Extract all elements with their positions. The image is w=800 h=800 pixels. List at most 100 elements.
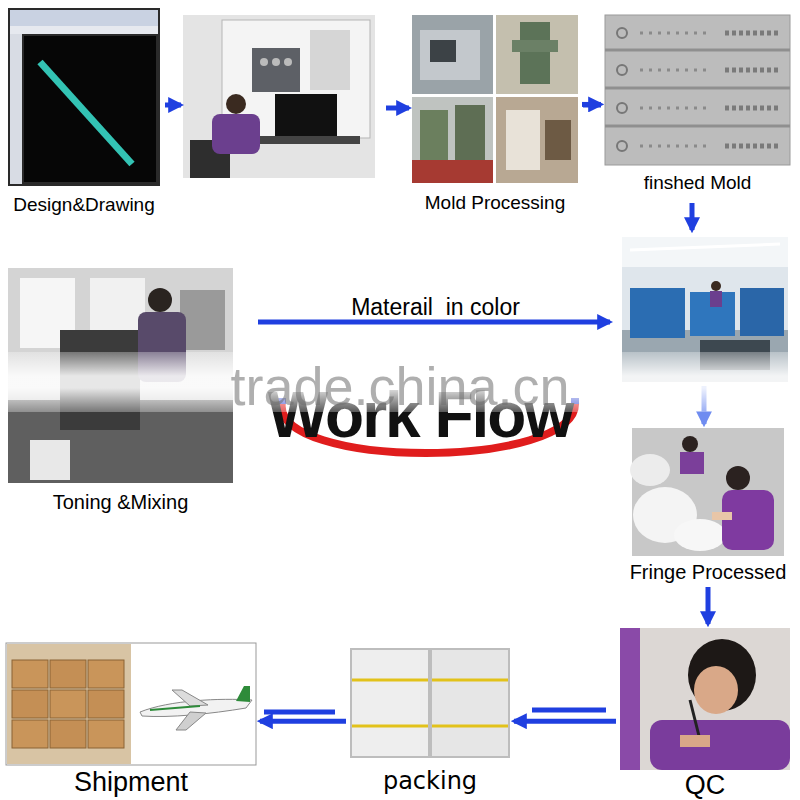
mold-processing-photo-part xyxy=(412,15,493,94)
fringe-photo-part xyxy=(630,454,670,486)
packing-photo-part xyxy=(352,679,428,682)
design-photo-part xyxy=(24,36,156,182)
photo-step-box: Fringe Processed xyxy=(632,428,784,583)
fringe-photo-part xyxy=(726,466,750,490)
shipment-photo-part xyxy=(172,690,208,706)
design-photo-part xyxy=(10,10,158,26)
flow-arrow-shaft xyxy=(583,103,601,108)
toning-photo-part xyxy=(180,290,225,350)
step-caption: Toning &Mixing xyxy=(0,483,273,513)
step-caption: Shipment xyxy=(0,765,296,798)
photo-step-box: finshed Mold xyxy=(605,15,790,194)
step-caption: Design&Drawing xyxy=(0,186,200,216)
step-caption: QC xyxy=(580,770,800,800)
toning-photo-part xyxy=(30,440,70,480)
fringe-photo xyxy=(630,428,784,556)
shipment-photo-part xyxy=(6,643,256,765)
qc-photo-part xyxy=(620,628,790,770)
shipment-photo-part xyxy=(7,644,131,764)
flow-arrow xyxy=(165,103,181,108)
shipment-photo-part xyxy=(12,690,48,718)
cnc-photo-part xyxy=(226,94,246,114)
shipment-photo-part xyxy=(150,706,200,710)
flow-arrow xyxy=(260,719,346,724)
flow-arrow xyxy=(386,106,409,111)
shipment-photo-part xyxy=(50,660,86,688)
qc-photo-part xyxy=(650,720,790,770)
molding-machine-photo-part xyxy=(690,292,735,336)
mold-processing-photo-part xyxy=(412,97,493,183)
cnc-photo-part xyxy=(310,30,350,90)
design-photo-part xyxy=(8,8,160,186)
cnc-photo-part xyxy=(183,15,375,178)
fringe-photo-part xyxy=(680,452,704,474)
finished-mold-photo-part xyxy=(617,141,627,151)
design-photo-part xyxy=(10,34,22,184)
mold-processing-photo-part xyxy=(455,105,485,160)
flow-arrow-shaft xyxy=(264,710,335,715)
flow-connector-group xyxy=(260,721,346,722)
photo-step-box: QC xyxy=(620,628,790,800)
design-photo xyxy=(8,8,160,186)
photo-step-box: Mold Processing xyxy=(412,15,578,214)
mold-processing-photo-part xyxy=(420,110,448,160)
qc-photo xyxy=(620,628,790,770)
finished-mold-photo-part xyxy=(605,87,790,90)
molding-machine-photo-part xyxy=(740,288,784,336)
finished-mold-photo-part xyxy=(617,28,627,38)
molding-machine-photo-part xyxy=(710,291,722,307)
shipment-photo-part xyxy=(88,660,124,688)
fringe-photo-part xyxy=(632,428,784,556)
molding-machine-photo-part xyxy=(630,288,685,338)
packing-photo-part xyxy=(352,650,428,756)
photo-area xyxy=(6,643,256,765)
photo-area xyxy=(8,8,160,186)
finished-mold-photo-part xyxy=(640,33,710,146)
shipment-photo-part xyxy=(12,720,48,748)
mold-processing-photo-part xyxy=(512,40,558,52)
molding-machine-photo-part xyxy=(622,237,788,267)
finished-mold-photo-part xyxy=(617,65,627,75)
cnc-photo-part xyxy=(212,114,260,154)
fringe-photo-part xyxy=(712,512,732,520)
shipment-photo-part xyxy=(236,686,250,702)
cnc-photo-part xyxy=(260,58,268,66)
cnc-photo-part xyxy=(284,58,292,66)
flow-label: Materail in color xyxy=(258,294,613,321)
step-caption: finshed Mold xyxy=(565,165,800,194)
flow-arrow xyxy=(514,719,616,724)
flow-arrow xyxy=(690,203,695,230)
molding-machine-photo-part xyxy=(630,244,780,250)
cnc-photo-part xyxy=(252,48,300,92)
qc-photo-part xyxy=(694,666,738,714)
packing-photo-part xyxy=(432,679,508,682)
toning-photo-part xyxy=(148,288,172,312)
photo-area xyxy=(412,15,578,183)
finished-mold-photo-part xyxy=(725,33,780,146)
shipment-photo xyxy=(6,643,256,765)
molding-machine-photo-part xyxy=(711,281,721,291)
photo-area xyxy=(350,648,510,758)
design-photo-part xyxy=(40,62,132,164)
finished-mold-photo-part xyxy=(605,15,790,165)
flow-connector-group xyxy=(708,587,709,624)
flow-arrow xyxy=(582,102,601,107)
mold-processing-photo xyxy=(412,15,578,183)
finished-mold-photo-part xyxy=(617,103,627,113)
mold-processing-photo-part xyxy=(520,22,550,84)
photo-step-box: Shipment xyxy=(6,643,256,798)
step-caption: Mold Processing xyxy=(372,183,618,214)
step-caption: packing xyxy=(310,758,550,794)
finished-mold-photo-part xyxy=(605,15,790,165)
flow-connector-group xyxy=(514,721,616,722)
packing-photo-part xyxy=(350,648,510,758)
mold-processing-photo-part xyxy=(545,120,571,160)
mold-processing-photo-part xyxy=(506,110,540,170)
flow-connector-group xyxy=(582,104,601,105)
qc-photo-part xyxy=(680,735,710,747)
mold-processing-photo-part xyxy=(412,160,493,183)
fringe-photo-part xyxy=(682,436,698,452)
qc-photo-part xyxy=(690,700,700,740)
shipment-photo-part xyxy=(176,712,206,730)
